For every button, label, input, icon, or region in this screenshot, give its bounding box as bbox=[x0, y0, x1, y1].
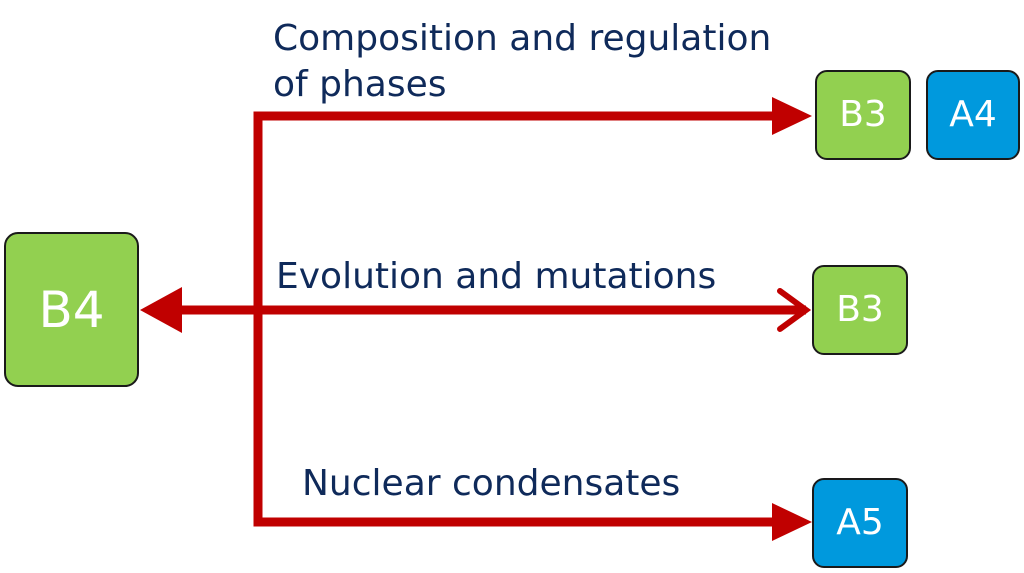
connector-trunk bbox=[253, 111, 776, 527]
arrowhead-top bbox=[772, 97, 812, 135]
arrowhead-left bbox=[140, 287, 182, 333]
node-b3-middle: B3 bbox=[812, 265, 908, 355]
node-b4-source: B4 bbox=[4, 232, 139, 387]
node-b4-label: B4 bbox=[38, 280, 105, 339]
node-a4-top: A4 bbox=[926, 70, 1020, 160]
node-a5-bottom-label: A5 bbox=[836, 502, 884, 543]
node-b3-top: B3 bbox=[815, 70, 911, 160]
node-a4-top-label: A4 bbox=[949, 94, 997, 135]
node-b3-middle-label: B3 bbox=[836, 289, 884, 330]
arrowhead-middle-open bbox=[777, 288, 812, 332]
label-nuclear-condensates: Nuclear condensates bbox=[302, 463, 681, 504]
node-a5-bottom: A5 bbox=[812, 478, 908, 568]
label-composition-regulation: Composition and regulation of phases bbox=[273, 18, 772, 105]
arrowhead-bottom bbox=[772, 503, 812, 541]
label-evolution-mutations: Evolution and mutations bbox=[276, 256, 717, 297]
node-b3-top-label: B3 bbox=[839, 94, 887, 135]
